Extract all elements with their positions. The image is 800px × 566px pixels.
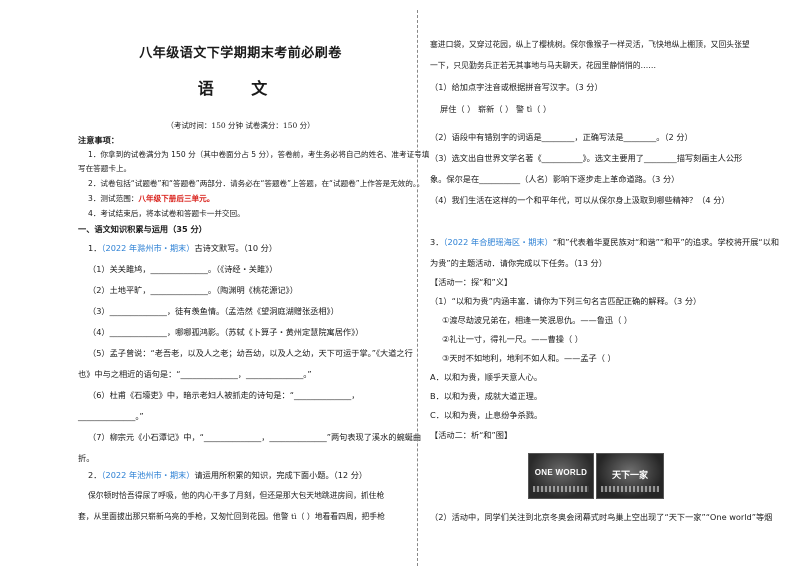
notice-2: 2．试卷包括“试题卷”和“答题卷”两部分．请务必在“答题卷”上答题，在“试题卷”… bbox=[88, 179, 425, 188]
q2-number: 2． bbox=[88, 470, 102, 480]
q2-source: （2022 年池州市・期末） bbox=[101, 470, 195, 480]
passage-line-1: 塞进口袋，又穿过花园，纵上了樱桃树。保尔像猴子一样灵活，飞快地纵上棚顶，又回头张… bbox=[430, 40, 750, 49]
q1-number: 1． bbox=[88, 243, 102, 253]
q1-item-6a: （6）杜甫《石壕吏》中，暗示老妇人被抓走的诗句是：“______________… bbox=[88, 390, 360, 400]
activity-1-question: （1）“以和为贵”内涵丰富．请你为下列三句名言匹配正确的解释。（3 分） bbox=[430, 296, 702, 306]
notice-1b: 写在答题卡上。 bbox=[78, 164, 132, 173]
activity-2-heading: 【活动二：析“和”图】 bbox=[430, 430, 513, 440]
notice-3-range: 八年级下册后三单元。 bbox=[138, 194, 215, 203]
sub-question-3a: （3）选文出自世界文学名著《__________》。选文主要用了________… bbox=[430, 153, 743, 163]
q2-para-1: 保尔顿时恰吾得尿了呼吸，他的内心干多了月刻，但还是那大包天地跳进房间，抓住枪 bbox=[88, 491, 385, 500]
option-b: B．以和为贵，成就大道正理。 bbox=[430, 391, 543, 401]
q1-item-1: （1）关关雎鸠，______________。（《诗经・关雎》） bbox=[88, 264, 278, 274]
sub-question-4: （4）我们生活在这样的一个和平年代，可以从保尔身上汲取到哪些精神？（4 分） bbox=[430, 195, 730, 205]
activity-2-question: （2）活动中，同学们关注到北京冬奥会闭幕式时鸟巢上空出现了“天下一家”“One … bbox=[430, 512, 773, 522]
question-3: 3．（2022 年合肥瑶海区・期末）“和”代表着华夏民族对“和谐”“和平”的追求… bbox=[430, 237, 779, 247]
option-a: A．以和为贵，顺乎天意人心。 bbox=[430, 372, 543, 382]
notice-1a: 1．你拿到的试卷满分为 150 分（其中卷面分占 5 分），答卷前，考生务必将自… bbox=[88, 150, 430, 159]
q1-item-3: （3）______________，徒有羡鱼情。（孟浩然《望洞庭湖赠张丞相》） bbox=[88, 306, 339, 316]
column-divider bbox=[417, 10, 418, 566]
question-2: 2．（2022 年池州市・期末）请运用所积累的知识，完成下面小题。（12 分） bbox=[88, 470, 367, 480]
activity-1-heading: 【活动一：探“和”义】 bbox=[430, 277, 513, 287]
q1-item-7b: 折。 bbox=[78, 453, 95, 463]
question-1: 1．（2022 年滁州市・期末）古诗文默写。（10 分） bbox=[88, 243, 277, 253]
quote-2: ②礼让一寸，得礼一尺。——曹操（ ） bbox=[442, 334, 583, 344]
notice-3: 3．测试范围：八年级下册后三单元。 bbox=[88, 194, 214, 204]
right-column: 塞进口袋，又穿过花园，纵上了樱桃树。保尔像猴子一样灵活，飞快地纵上棚顶，又回头张… bbox=[430, 0, 779, 566]
sub-question-1: （1）给加点字注音或根据拼音写汉字。（3 分） bbox=[430, 82, 603, 92]
q1-item-4: （4）______________，哪哪孤鸿影。（苏轼《卜算子・黄州定慧院寓居作… bbox=[88, 327, 364, 337]
q1-item-5b: 也》中与之相近的语句是：“______________，____________… bbox=[78, 369, 312, 379]
quote-3: ③天时不如地利，地利不如人和。——孟子（ ） bbox=[442, 353, 616, 363]
sub-question-3b: 象。保尔是在__________（人名）影响下逐步走上革命道路。（3 分） bbox=[430, 174, 680, 184]
notice-3-label: 3．测试范围： bbox=[88, 194, 139, 203]
left-column: 八年级语文下学期期末考前必刷卷 语 文 （考试时间：150 分钟 试卷满分：15… bbox=[78, 0, 429, 566]
sub-question-1-items: 屏住（ ） 崭新（ ） 警 tì（ ） bbox=[440, 104, 552, 114]
q3-number: 3． bbox=[430, 237, 444, 247]
q3-text: “和”代表着华夏民族对“和谐”“和平”的追求。学校将开展“以和 bbox=[552, 237, 780, 247]
q1-item-7a: （7）柳宗元《小石潭记》中，“______________，__________… bbox=[88, 432, 422, 442]
q2-para-2: 套，从里面拔出那只崭新乌亮的手枪，又匆忙回到花园。他警 tì（ ）地看看四周，把… bbox=[78, 512, 385, 521]
quote-1: ①渡尽劫波兄弟在，相逢一笑泯恩仇。——鲁迅（ ） bbox=[442, 315, 633, 325]
notice-title: 注意事项： bbox=[78, 135, 119, 145]
q1-text: 古诗文默写。（10 分） bbox=[194, 243, 278, 253]
sub-question-2: （2）语段中有错别字的词语是________，正确写法是________。（2 … bbox=[430, 132, 693, 142]
one-world-photo-text: ONE WORLD bbox=[534, 468, 588, 477]
exam-title: 八年级语文下学期期末考前必刷卷 bbox=[139, 46, 342, 61]
question-3-line-2: 为贵”的主题活动．请你完成以下任务。（13 分） bbox=[430, 258, 607, 268]
q1-item-5a: （5）孟子曾说：“老吾老，以及人之老；幼吾幼，以及人之幼，天下可运于掌。”《大道… bbox=[88, 348, 413, 358]
q1-item-2: （2）土地平旷，______________。（陶渊明《桃花源记》） bbox=[88, 285, 298, 295]
section-1-heading: 一、语文知识积累与运用（35 分） bbox=[78, 224, 207, 234]
passage-line-2: 一下，只见勤务兵正若无其事地与马夫聊天，花园里静悄悄的…… bbox=[430, 61, 657, 70]
tianxia-yijia-photo: 天下一家 bbox=[596, 453, 664, 499]
q1-item-6b: ______________。” bbox=[78, 411, 144, 421]
exam-info: （考试时间：150 分钟 试卷满分：150 分） bbox=[166, 121, 315, 130]
subject-title: 语 文 bbox=[197, 79, 284, 98]
notice-4: 4．考试结束后，将本试卷和答题卡一并交回。 bbox=[88, 209, 245, 218]
one-world-photo: ONE WORLD bbox=[528, 453, 594, 499]
q1-source: （2022 年滁州市・期末） bbox=[101, 243, 195, 253]
crowd-lights-2 bbox=[601, 486, 659, 492]
q2-text: 请运用所积累的知识，完成下面小题。（12 分） bbox=[194, 470, 368, 480]
q3-source: （2022 年合肥瑶海区・期末） bbox=[443, 237, 553, 247]
option-c: C．以和为贵，止息纷争杀戮。 bbox=[430, 410, 543, 420]
crowd-lights bbox=[533, 486, 589, 492]
tianxia-yijia-photo-text: 天下一家 bbox=[611, 471, 648, 481]
